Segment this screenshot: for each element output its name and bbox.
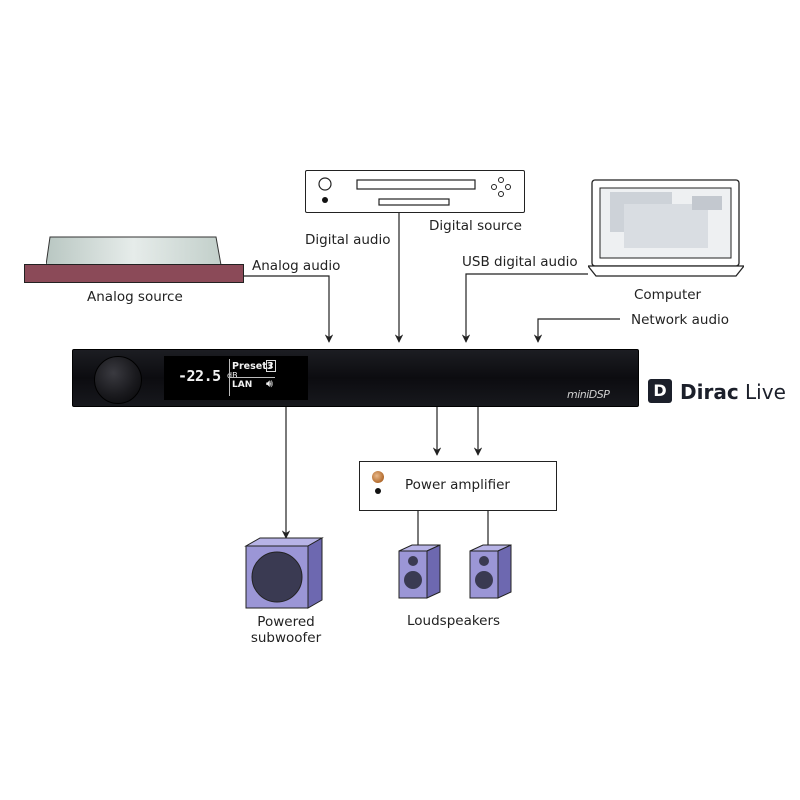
display-preset: Preset3 [232, 361, 274, 372]
display-input: LAN [232, 380, 253, 390]
digital-audio-label: Digital audio [305, 232, 391, 248]
display-volume: -22.5 [178, 367, 221, 385]
turntable-platter-icon [46, 236, 222, 266]
turntable-plinth [24, 264, 244, 283]
loudspeaker-right-icon [469, 544, 512, 599]
live-word: Live [745, 380, 786, 404]
dirac-logo-icon: D [648, 379, 672, 403]
dirac-word: Dirac [680, 380, 739, 404]
power-amplifier-label: Power amplifier [405, 477, 510, 493]
subwoofer-label-line1: Powered [257, 614, 315, 630]
power-amplifier-box [359, 461, 557, 511]
display-preset-number: 2 [266, 360, 276, 372]
dirac-live-logo: Dirac Live [680, 380, 786, 404]
speaker-volume-icon: 🔊︎ [266, 377, 273, 390]
cd-player-icon [305, 170, 525, 213]
usb-audio-wire [461, 273, 588, 343]
front-display [164, 356, 308, 400]
analog-audio-wire [244, 275, 334, 343]
laptop-computer-icon [588, 179, 744, 277]
volume-knob[interactable] [94, 356, 142, 404]
display-volume-unit: dB [227, 371, 238, 380]
display-divider-horizontal [229, 377, 275, 378]
amp-led-icon [372, 471, 384, 483]
subwoofer-label-line2: subwoofer [250, 630, 322, 646]
loudspeakers-label: Loudspeakers [407, 613, 501, 629]
usb-digital-audio-label: USB digital audio [462, 254, 578, 270]
dsp-processor-unit [72, 349, 639, 407]
network-audio-label: Network audio [631, 312, 730, 328]
amp-power-dot-icon [375, 488, 381, 494]
computer-label: Computer [634, 287, 702, 303]
network-audio-wire [533, 318, 620, 343]
subwoofer-icon [244, 537, 324, 609]
analog-source-label: Analog source [87, 289, 183, 305]
minidsp-logo: miniDSP [567, 388, 610, 401]
digital-source-label: Digital source [429, 218, 522, 234]
analog-audio-label: Analog audio [252, 258, 341, 274]
loudspeaker-left-icon [398, 544, 441, 599]
